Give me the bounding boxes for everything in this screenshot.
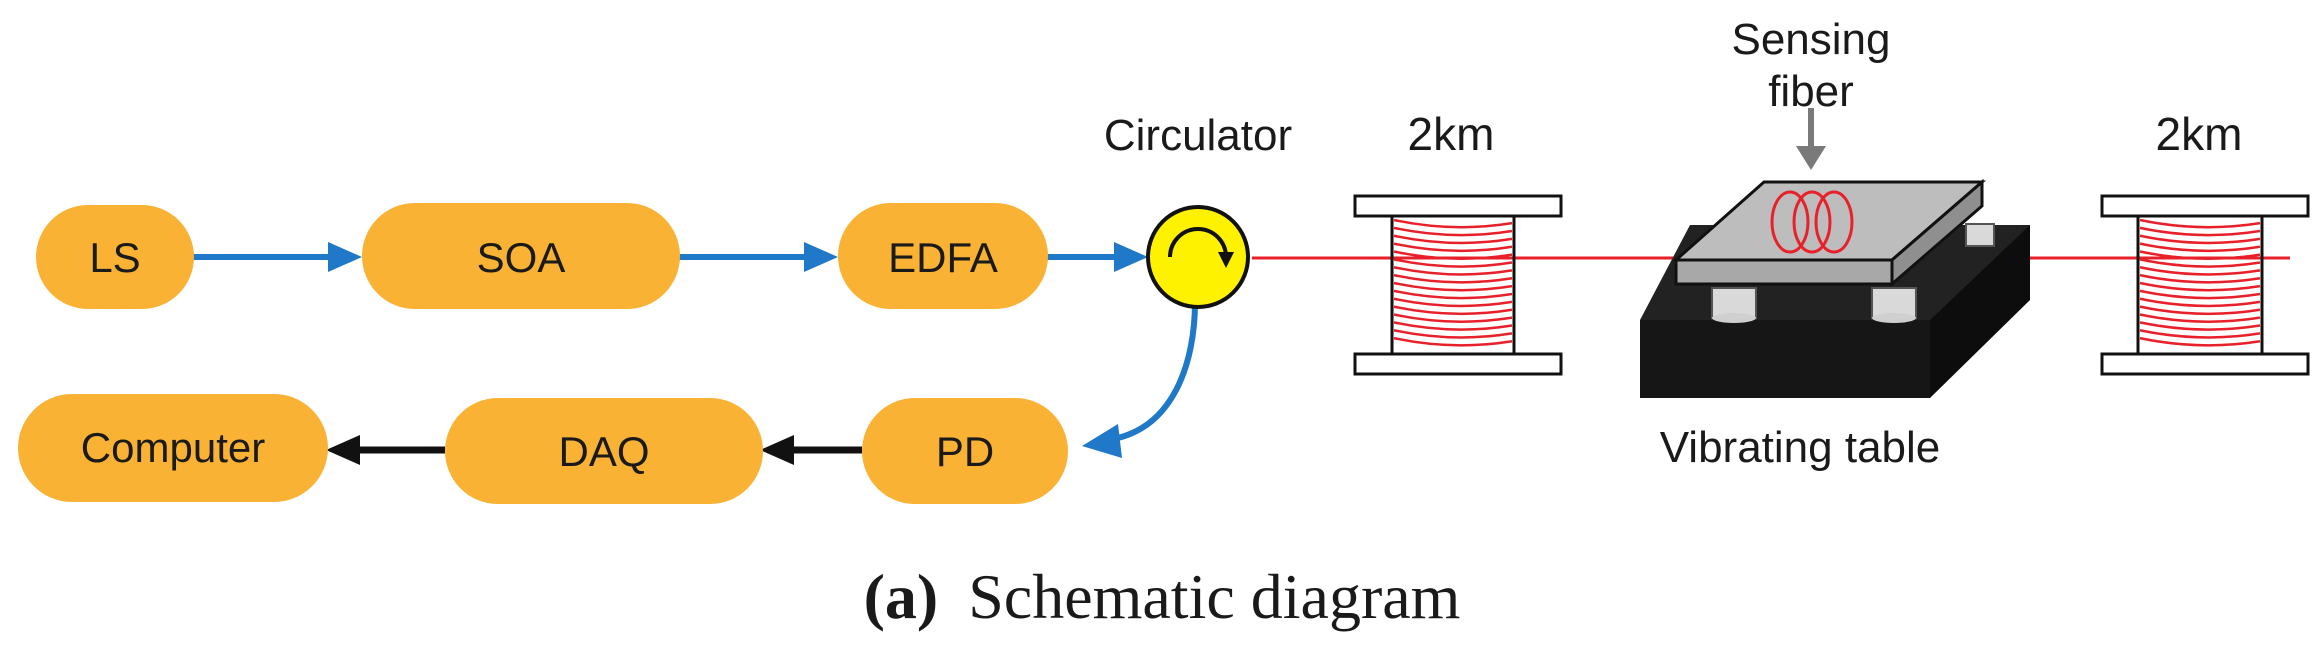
table-base-front (1640, 320, 1930, 398)
figure-caption: (a) Schematic diagram (864, 561, 1461, 632)
coil-winding (2139, 329, 2261, 339)
coil-winding (2139, 266, 2261, 276)
caption-letter: (a) (864, 561, 939, 632)
coil-winding (2139, 242, 2261, 253)
circulator-arrow-icon (1168, 227, 1228, 258)
block-daq-label: DAQ (558, 428, 649, 475)
arrow-edfa-to-circulator (1046, 242, 1148, 272)
block-computer: Computer (18, 394, 328, 502)
coil-winding (1393, 266, 1513, 276)
block-pd-label: PD (936, 428, 994, 475)
arrow-soa-to-edfa (678, 242, 838, 272)
table-plate-front (1674, 258, 1894, 286)
coil-winding (1393, 289, 1513, 300)
arrow-pd-to-daq (760, 435, 862, 465)
coil-winding (2139, 234, 2261, 245)
coil-winding (1393, 313, 1513, 323)
block-ls-label: LS (89, 234, 140, 281)
fiber-spool-right: 2km (2100, 108, 2310, 376)
block-daq: DAQ (445, 398, 763, 504)
coil-winding (2139, 336, 2261, 347)
coil-winding (1393, 321, 1513, 331)
caption-text: Schematic diagram (968, 561, 1460, 632)
sensing-fiber-label-line2: fiber (1768, 67, 1854, 116)
coil-winding (2139, 250, 2261, 260)
coil-winding (1393, 281, 1513, 292)
table-plate-side (1890, 178, 1984, 288)
coil-winding (2139, 273, 2261, 284)
coil-winding (2139, 226, 2261, 237)
svg-text:(a) Schematic diagram: (a) Schematic diagram (864, 561, 1461, 632)
coil-winding (1393, 226, 1513, 237)
arrow-circulator-to-pd (1082, 301, 1198, 458)
fiber-spool-left: 2km (1353, 108, 1563, 376)
spool-left-coil (1393, 218, 1513, 347)
coil-winding (2139, 289, 2261, 300)
coil-winding (1393, 218, 1513, 229)
spool-right-coil (2139, 218, 2261, 347)
block-soa: SOA (362, 203, 680, 309)
coil-winding (1393, 297, 1513, 308)
sensing-fiber-label-line1: Sensing (1731, 15, 1890, 64)
coil-winding (2139, 297, 2261, 308)
coil-winding (1393, 305, 1513, 316)
block-soa-label: SOA (477, 234, 566, 281)
coil-winding (2139, 305, 2261, 316)
coil-winding (1393, 273, 1513, 284)
coil-winding (2139, 258, 2261, 268)
coil-winding (1393, 329, 1513, 339)
block-ls: LS (36, 205, 194, 309)
coil-winding (1393, 242, 1513, 253)
block-edfa-label: EDFA (888, 234, 998, 281)
coil-winding (1393, 258, 1513, 268)
circulator: Circulator (1104, 111, 1292, 309)
coil-winding (2139, 321, 2261, 331)
block-computer-label: Computer (81, 424, 265, 471)
block-pd: PD (862, 398, 1068, 504)
coil-winding (2139, 313, 2261, 323)
table-base-side (1930, 225, 2030, 398)
vibrating-table-label: Vibrating table (1660, 423, 1941, 472)
sensing-fiber-pointer (1796, 108, 1826, 170)
block-edfa: EDFA (838, 203, 1048, 309)
vibrating-table: Sensing fiber Vibrating table (1640, 15, 2030, 472)
arrow-daq-to-computer (326, 435, 445, 465)
arrow-ls-to-soa (192, 242, 362, 272)
coil-winding (1393, 250, 1513, 260)
coil-winding (2139, 281, 2261, 292)
coil-winding (1393, 234, 1513, 245)
spool-left-label: 2km (1408, 108, 1495, 160)
coil-winding (2139, 218, 2261, 229)
circulator-label: Circulator (1104, 111, 1292, 160)
sensing-fiber-coil (1770, 190, 1854, 254)
coil-winding (1393, 336, 1513, 347)
spool-right-label: 2km (2156, 108, 2243, 160)
